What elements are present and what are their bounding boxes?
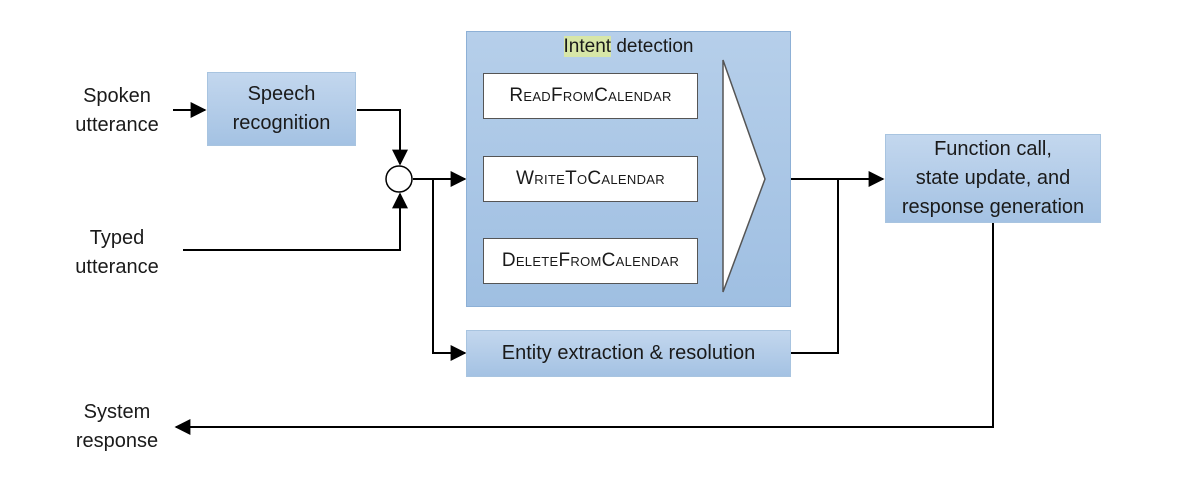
arrow-junction-to-entity (432, 179, 467, 361)
intent-highlight: Intent (563, 36, 612, 57)
speech-line-2: recognition (232, 112, 331, 134)
speech-recognition-box: Speech recognition (207, 72, 356, 146)
entity-extraction-box: Entity extraction & resolution (466, 330, 791, 377)
intent-delete-from-calendar: DeleteFromCalendar (483, 238, 698, 284)
function-line-3: response generation (901, 196, 1085, 218)
system-response-label: System response (67, 398, 167, 456)
typed-utterance-label: Typed utterance (67, 224, 167, 282)
spoken-line-2: utterance (75, 114, 159, 136)
typed-line-1: Typed (89, 227, 145, 249)
spoken-line-1: Spoken (83, 85, 151, 107)
intent-read-from-calendar: ReadFromCalendar (483, 73, 698, 119)
function-call-box: Function call, state update, and respons… (885, 134, 1101, 223)
line-entity-to-merge (791, 179, 839, 354)
arrow-speech-to-junction (357, 109, 408, 166)
arrow-typed-to-junction (183, 192, 408, 251)
speech-line-1: Speech (247, 83, 316, 105)
function-line-1: Function call, (934, 138, 1052, 160)
response-line-1: System (83, 401, 151, 423)
function-line-2: state update, and (915, 167, 1071, 189)
response-line-2: response (75, 430, 159, 452)
spoken-utterance-label: Spoken utterance (67, 82, 167, 140)
typed-line-2: utterance (75, 256, 159, 278)
intent-write-to-calendar: WriteToCalendar (483, 156, 698, 202)
junction-circle (385, 165, 413, 193)
intent-detection-title: Intent detection (466, 34, 791, 60)
arrow-function-to-response (174, 222, 994, 435)
intent-title-rest: detection (611, 36, 694, 57)
